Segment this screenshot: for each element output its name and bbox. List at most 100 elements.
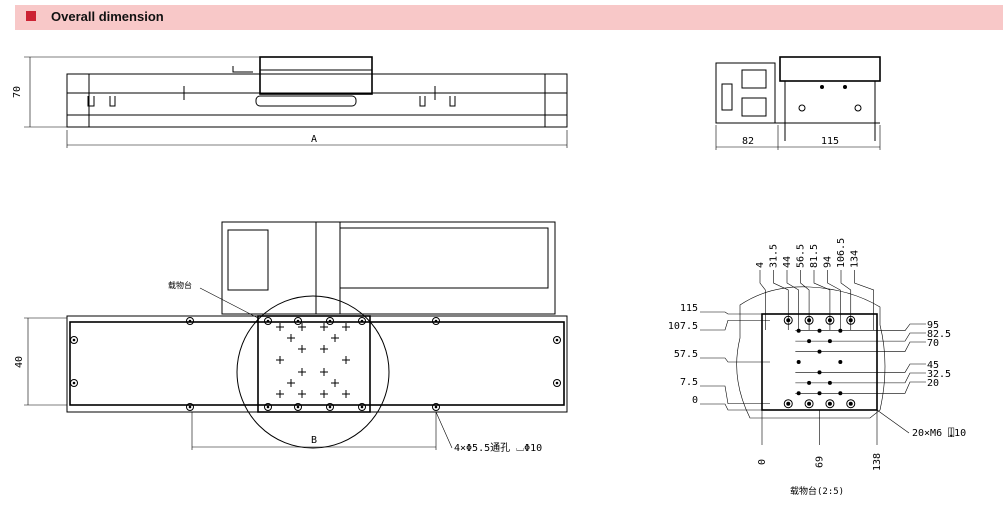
mount-hole-icon: [294, 317, 302, 325]
mount-hole-icon: [358, 317, 366, 325]
mount-hole-center: [555, 381, 559, 385]
width-dim-40: 40: [14, 356, 25, 368]
section-title: Overall dimension: [51, 9, 164, 24]
mount-hole-icon: [186, 317, 194, 325]
mount-hole-center: [72, 338, 76, 342]
mount-hole-center: [434, 319, 438, 323]
top-dim-label: 44: [782, 256, 793, 268]
hole-center: [827, 318, 832, 323]
counterbore-hole-icon: [783, 315, 793, 325]
mount-hole-icon: [432, 403, 440, 411]
tapped-hole-icon: [342, 356, 350, 364]
counterbore-hole-icon: [783, 399, 793, 409]
mount-hole-center: [555, 338, 559, 342]
mount-hole-icon: [264, 317, 272, 325]
mount-hole-icon: [432, 317, 440, 325]
tapped-hole-icon: [276, 390, 284, 398]
side-view: 82 115: [715, 56, 881, 150]
mount-hole-center: [296, 319, 300, 323]
mount-hole-icon: [70, 336, 78, 344]
extension-line: [800, 270, 810, 330]
top-dim-label: 4: [755, 262, 766, 268]
bottom-dim-label: 69: [815, 456, 826, 468]
top-dim-label: 81.5: [809, 244, 820, 268]
bottom-dim-label: 0: [757, 459, 768, 465]
right-dim-label: 82.5: [927, 329, 951, 340]
extension-line: [827, 270, 841, 330]
mount-hole-icon: [186, 403, 194, 411]
extension-line: [795, 323, 926, 331]
counterbore-hole-icon: [804, 315, 814, 325]
extension-line: [813, 270, 831, 330]
extension-line: [700, 385, 770, 405]
extension-line: [700, 357, 770, 363]
tapped-hole-icon: [342, 390, 350, 398]
tapped-hole-icon: [298, 368, 306, 376]
extension-line: [786, 270, 799, 330]
hole-center: [807, 401, 812, 406]
tapped-hole-icon: [331, 334, 339, 342]
tapped-hole-icon: [276, 356, 284, 364]
tapped-hole-icon: [298, 323, 306, 331]
top-dim-label: 94: [823, 256, 834, 268]
thread-note: 20×M6 ⍗10: [912, 427, 966, 439]
counterbore-hole-icon: [825, 315, 835, 325]
hole-center: [827, 401, 832, 406]
mount-hole-icon: [553, 336, 561, 344]
mount-hole-center: [188, 319, 192, 323]
right-dim-label: 20: [927, 378, 939, 389]
mount-hole-icon: [553, 379, 561, 387]
tapped-hole-icon: [827, 380, 832, 385]
extension-line: [854, 270, 874, 330]
mount-hole-icon: [70, 379, 78, 387]
counterbore-hole-icon: [804, 399, 814, 409]
left-dim-label: 107.5: [668, 321, 698, 332]
extension-line: [700, 319, 770, 331]
mount-hole-center: [188, 405, 192, 409]
counterbore-hole-icon: [846, 315, 856, 325]
hole-center: [848, 318, 853, 323]
side-dim-115: 115: [821, 136, 839, 147]
left-dim-label: 115: [680, 303, 698, 314]
tapped-hole-icon: [838, 391, 843, 396]
extension-line: [840, 270, 852, 330]
tapped-hole-icon: [827, 339, 832, 344]
left-dim-label: 57.5: [674, 349, 698, 360]
tapped-hole-icon: [817, 328, 822, 333]
left-dim-label: 7.5: [680, 377, 698, 388]
counterbore-hole-icon: [825, 399, 835, 409]
extension-line: [773, 270, 789, 330]
front-view: 70 A: [12, 56, 568, 148]
tapped-hole-icon: [320, 323, 328, 331]
side-dim-82: 82: [742, 136, 754, 147]
tapped-hole-icon: [796, 360, 801, 364]
top-dim-label: 31.5: [769, 244, 780, 268]
top-view: 40 B 载物台 4×Φ5.5通孔 ⌴Φ10: [14, 221, 568, 454]
mount-hole-icon: [326, 317, 334, 325]
right-dim-label: 45: [927, 360, 939, 371]
hole-center: [807, 318, 812, 323]
tapped-hole-icon: [796, 391, 801, 396]
tapped-hole-icon: [331, 379, 339, 387]
section-header: Overall dimension: [15, 5, 1003, 30]
tapped-hole-icon: [287, 334, 295, 342]
hole-center: [786, 318, 791, 323]
extension-line: [700, 311, 770, 315]
stage-label: 载物台: [168, 280, 192, 290]
mount-hole-center: [72, 381, 76, 385]
hole-note: 4×Φ5.5通孔 ⌴Φ10: [454, 442, 542, 454]
tapped-hole-icon: [838, 328, 843, 333]
header-bullet-icon: [26, 11, 36, 21]
mount-hole-icon: [264, 403, 272, 411]
pitch-dim-b: B: [311, 435, 317, 446]
right-dim-label: 32.5: [927, 369, 951, 380]
extension-line: [795, 363, 926, 373]
tapped-hole-icon: [276, 323, 284, 331]
tapped-hole-icon: [298, 345, 306, 353]
extension-line: [795, 332, 926, 342]
tapped-hole-icon: [807, 339, 812, 344]
tapped-hole-icon: [817, 391, 822, 396]
